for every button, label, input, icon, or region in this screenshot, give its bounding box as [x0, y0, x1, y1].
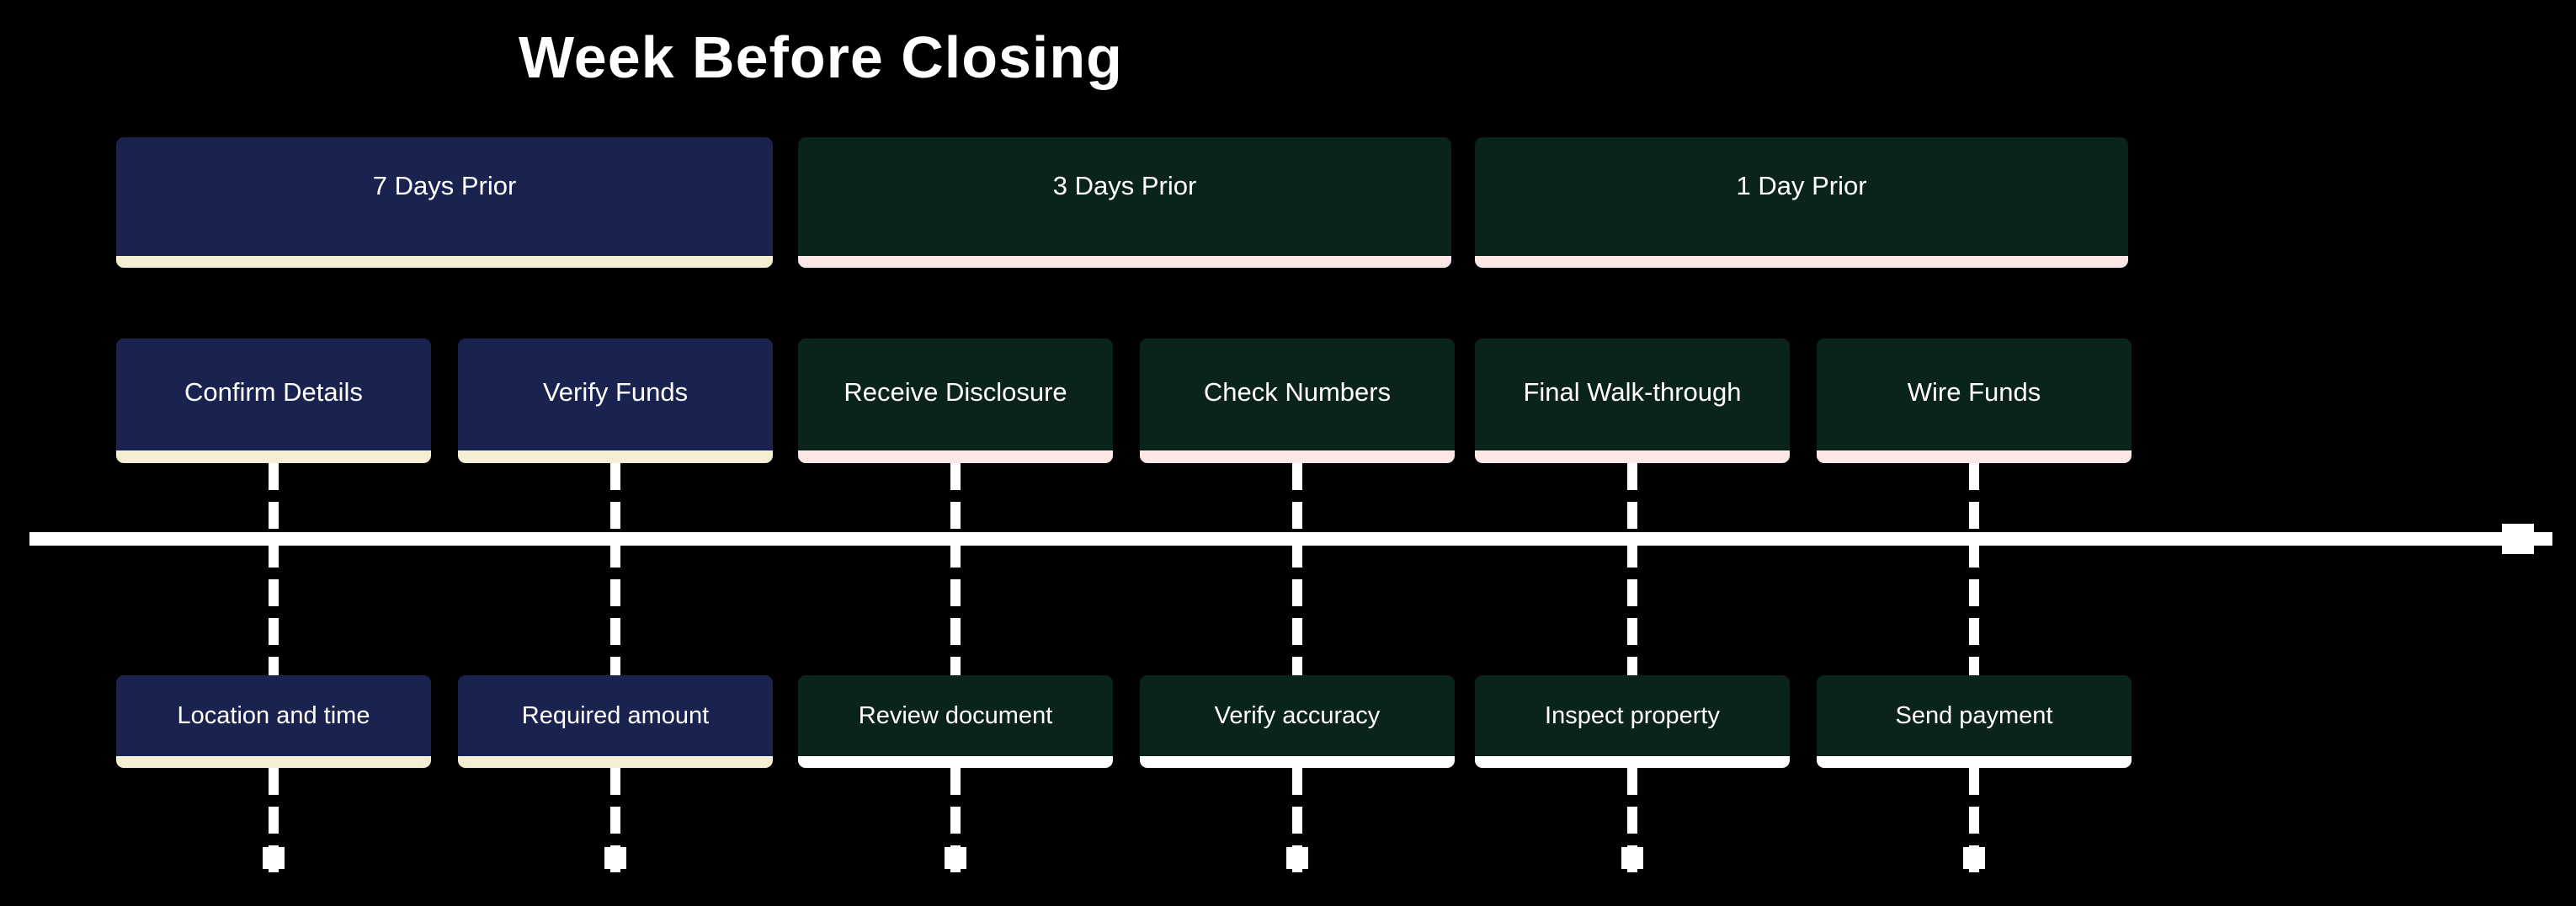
connector-line [610, 463, 620, 675]
phase-label: 3 Days Prior [798, 137, 1451, 256]
phase-label: 7 Days Prior [116, 137, 773, 256]
detail-review-document: Review document [798, 675, 1113, 768]
detail-verify-accuracy: Verify accuracy [1140, 675, 1455, 768]
connector-line [269, 463, 279, 675]
task-label: Check Numbers [1140, 338, 1455, 450]
task-label: Verify Funds [458, 338, 773, 450]
detail-underline [1817, 756, 2132, 768]
task-label: Confirm Details [116, 338, 431, 450]
task-label: Wire Funds [1817, 338, 2132, 450]
detail-underline [458, 756, 773, 768]
task-underline [798, 450, 1113, 463]
detail-underline [116, 756, 431, 768]
phase-7-days-prior: 7 Days Prior [116, 137, 773, 268]
connector-end-marker [1286, 847, 1308, 869]
task-underline [1817, 450, 2132, 463]
connector-end-marker [1963, 847, 1985, 869]
phase-label: 1 Day Prior [1475, 137, 2128, 256]
phase-underline [798, 256, 1451, 268]
connector-end-marker [604, 847, 626, 869]
detail-location-and-time: Location and time [116, 675, 431, 768]
task-label: Final Walk-through [1475, 338, 1790, 450]
task-verify-funds: Verify Funds [458, 338, 773, 463]
task-confirm-details: Confirm Details [116, 338, 431, 463]
phase-3-days-prior: 3 Days Prior [798, 137, 1451, 268]
connector-line [1627, 463, 1637, 675]
detail-label: Location and time [116, 675, 431, 756]
connector-end-marker [1621, 847, 1643, 869]
timeline-axis [29, 532, 2552, 546]
connector-end-marker [945, 847, 966, 869]
task-underline [1140, 450, 1455, 463]
detail-label: Inspect property [1475, 675, 1790, 756]
task-wire-funds: Wire Funds [1817, 338, 2132, 463]
task-check-numbers: Check Numbers [1140, 338, 1455, 463]
detail-label: Send payment [1817, 675, 2132, 756]
detail-label: Required amount [458, 675, 773, 756]
detail-send-payment: Send payment [1817, 675, 2132, 768]
task-receive-disclosure: Receive Disclosure [798, 338, 1113, 463]
detail-inspect-property: Inspect property [1475, 675, 1790, 768]
detail-required-amount: Required amount [458, 675, 773, 768]
phase-underline [116, 256, 773, 268]
task-label: Receive Disclosure [798, 338, 1113, 450]
detail-underline [1475, 756, 1790, 768]
connector-line [1292, 463, 1302, 675]
connector-end-marker [263, 847, 285, 869]
timeline-arrow-icon [2502, 524, 2534, 554]
detail-label: Verify accuracy [1140, 675, 1455, 756]
connector-line [1969, 463, 1979, 675]
detail-label: Review document [798, 675, 1113, 756]
phase-underline [1475, 256, 2128, 268]
page-title: Week Before Closing [519, 24, 1123, 90]
task-underline [1475, 450, 1790, 463]
task-final-walk-through: Final Walk-through [1475, 338, 1790, 463]
detail-underline [798, 756, 1113, 768]
phase-1-day-prior: 1 Day Prior [1475, 137, 2128, 268]
task-underline [458, 450, 773, 463]
connector-line [950, 463, 961, 675]
detail-underline [1140, 756, 1455, 768]
task-underline [116, 450, 431, 463]
